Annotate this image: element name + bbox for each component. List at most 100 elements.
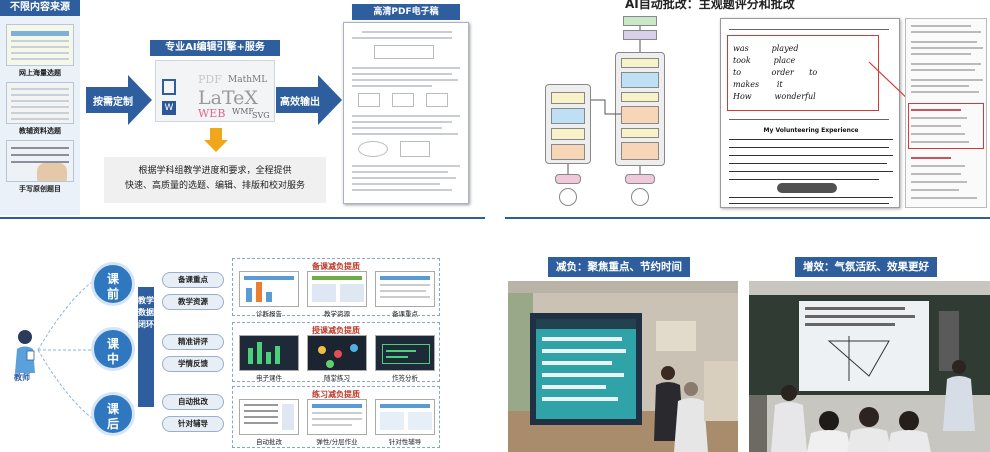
graded-answer-sheet[interactable]: was played took place to order to makes …: [720, 18, 900, 208]
pill-learning-feedback[interactable]: 学情反馈: [162, 356, 224, 372]
source-item-books[interactable]: 教辅资料选题: [6, 82, 74, 136]
encoder-add-norm: [551, 128, 585, 140]
teacher-icon: [15, 330, 35, 373]
softmax-layer: [623, 16, 657, 26]
section-title-post: 减负提质: [328, 326, 360, 335]
grid-word: took: [733, 56, 751, 65]
service-description: 根据学科组教学进度和要求，全程提供 快速、高质量的选题、编辑、排版和校对服务: [104, 157, 326, 203]
classroom-photo-1[interactable]: [508, 281, 738, 452]
source-caption: 手写原创题目: [19, 185, 61, 193]
thumb-tiered-homework[interactable]: [307, 399, 367, 435]
source-item-handwritten[interactable]: 手写原创题目: [6, 140, 74, 194]
section-title-post: 减负提质: [328, 390, 360, 399]
down-arrow-icon: [204, 140, 228, 152]
divider: [505, 217, 990, 219]
teacher-connectors: [37, 281, 93, 419]
thumb-in-class-practice[interactable]: [307, 335, 367, 371]
essay-heading: My Volunteering Experience: [763, 127, 859, 134]
custom-arrow: 按需定制: [86, 75, 152, 125]
classroom-photo-2[interactable]: [749, 281, 990, 452]
grading-title: AI自动批改：主观题评分和批改: [625, 0, 795, 11]
grid-word: to: [809, 68, 818, 77]
decoder-cross-attention: [621, 106, 659, 124]
thumb-caption: 随堂练习: [324, 374, 350, 382]
thumb-diagnostic-report[interactable]: [239, 271, 299, 307]
thumb-teaching-resources[interactable]: [307, 271, 367, 307]
output-embedding: [625, 174, 655, 184]
thumb-targeted-tutoring[interactable]: [375, 399, 435, 435]
description-line: 根据学科组教学进度和要求，全程提供: [138, 166, 292, 176]
wmf-logo: WMF: [232, 107, 254, 116]
pdf-preview[interactable]: [343, 22, 469, 204]
data-loop-label: 教学数据闭环: [138, 287, 154, 407]
source-thumbnail: [6, 140, 74, 182]
stage-text: 后: [106, 417, 119, 431]
grid-word: wonderful: [774, 92, 816, 101]
section-practice: 练习减负提质 自动批改 弹性/分层作业 针对性辅导: [232, 386, 440, 448]
grid-word: was: [733, 44, 749, 53]
source-item-online[interactable]: 网上海量选题: [6, 24, 74, 78]
thumb-caption: 备课重点: [392, 310, 418, 318]
web-logo: WEB: [198, 107, 226, 120]
thumb-lesson-focus[interactable]: [375, 271, 435, 307]
pill-teaching-resources[interactable]: 教学资源: [162, 294, 224, 310]
svg-logo: SVG: [252, 111, 270, 120]
decoder-add-norm: [621, 58, 659, 68]
grading-highlight-box: [727, 35, 879, 111]
thumb-caption: 自动批改: [256, 438, 282, 446]
grid-word: to: [733, 68, 742, 77]
diagram-connectors: [567, 26, 641, 174]
document-icon: [162, 79, 176, 95]
down-arrow-shaft: [210, 128, 222, 140]
ai-editing-service-panel: 不限内容来源 网上海量选题 教辅资料选题 手写原创题目: [0, 0, 485, 215]
stage-in-class[interactable]: 课 中: [91, 327, 135, 371]
thumb-auto-grading[interactable]: [239, 399, 299, 435]
playback-toolbar[interactable]: [777, 183, 837, 193]
latex-logo: LaTeX: [198, 87, 258, 109]
format-logos: W PDF MathML LaTeX WEB WMF SVG: [155, 60, 275, 122]
grading-sidebar[interactable]: [905, 18, 987, 208]
linear-layer: [623, 30, 657, 40]
thumb-e-courseware[interactable]: [239, 335, 299, 371]
section-title: 备课减负提质: [233, 261, 439, 272]
pill-targeted-tutoring[interactable]: 针对辅导: [162, 416, 224, 432]
stage-after-class[interactable]: 课 后: [91, 392, 135, 436]
source-thumbnail: [6, 82, 74, 124]
answer-grid: was played took place to order to makes …: [733, 43, 873, 103]
thumb-caption: 弹性/分层作业: [316, 438, 358, 446]
mathml-logo: MathML: [228, 75, 268, 85]
section-title-post: 减负提质: [328, 262, 360, 271]
stage-before-class[interactable]: 课 前: [91, 262, 135, 306]
pill-auto-grading[interactable]: 自动批改: [162, 394, 224, 410]
engine-banner: 专业AI编辑引擎+服务: [150, 40, 280, 56]
source-thumbnail: [6, 24, 74, 66]
section-title-pre: 练习: [312, 390, 328, 399]
section-title-pre: 备课: [312, 262, 328, 271]
stage-text: 课: [106, 272, 119, 286]
source-caption: 教辅资料选题: [19, 127, 61, 135]
grid-word: makes: [733, 80, 760, 89]
decoder-feed-forward: [621, 72, 659, 88]
section-in-class: 授课减负提质 电子课件 随堂练习 作答分析: [232, 322, 440, 382]
encoder-attention: [551, 144, 585, 160]
sidebar-highlight-box: [908, 103, 984, 149]
divider: [0, 217, 485, 219]
thumb-caption: 作答分析: [392, 374, 418, 382]
output-arrow: 高效输出: [276, 75, 342, 125]
pill-lesson-focus[interactable]: 备课重点: [162, 272, 224, 288]
grid-word: it: [776, 80, 783, 89]
pdf-logo: PDF: [198, 73, 222, 86]
decoder-add-norm: [621, 128, 659, 138]
stage-text: 课: [106, 337, 119, 351]
stage-text: 课: [106, 402, 119, 416]
encoder-feed-forward: [551, 108, 585, 124]
source-header: 不限内容来源: [0, 0, 80, 16]
pill-precise-review[interactable]: 精准讲评: [162, 334, 224, 350]
arrow-label: 按需定制: [93, 97, 133, 108]
word-icon: W: [162, 101, 176, 115]
grid-word: How: [733, 92, 752, 101]
grid-word: played: [771, 44, 799, 53]
thumb-answer-analysis[interactable]: [375, 335, 435, 371]
section-lesson-prep: 备课减负提质 诊断报告 教学资源 备课重点: [232, 258, 440, 318]
section-title: 练习减负提质: [233, 389, 439, 400]
